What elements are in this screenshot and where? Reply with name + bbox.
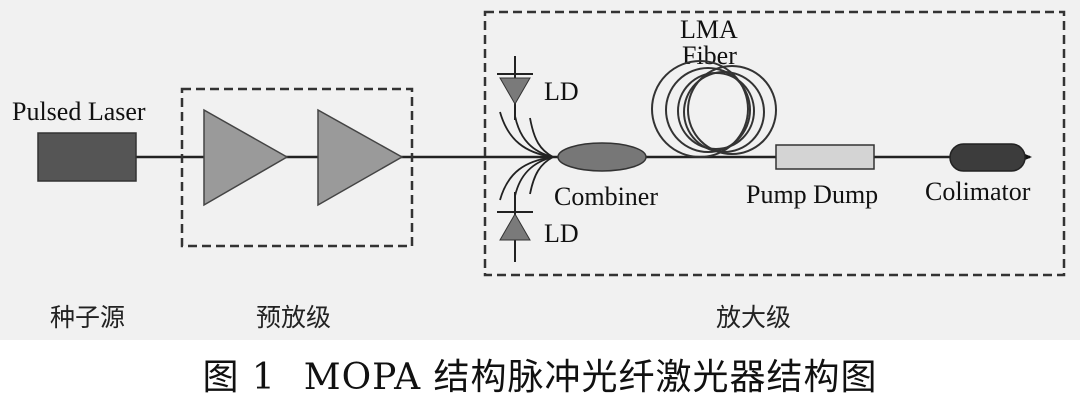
preamp-stage-box — [180, 87, 414, 248]
lma-label-line1: LMA — [680, 15, 738, 44]
ld-top-label: LD — [544, 77, 579, 106]
preamp-amplifier-1 — [203, 108, 289, 207]
section-preamp-label: 预放级 — [256, 303, 331, 332]
section-amp-label: 放大级 — [716, 303, 791, 332]
collimator-label: Colimator — [925, 177, 1031, 206]
figure-caption: 图 1 MOPA 结构脉冲光纤激光器结构图 — [0, 348, 1080, 408]
ld-bottom-label: LD — [544, 219, 579, 248]
diagram-canvas: Pulsed Laser LD LD — [12, 10, 1066, 332]
lma-fiber-coil — [651, 60, 777, 158]
caption-title: MOPA 结构脉冲光纤激光器结构图 — [303, 357, 878, 398]
combiner-element — [557, 142, 647, 172]
pulsed-laser-block — [37, 132, 137, 182]
collimator-element — [949, 143, 1026, 172]
lma-label-line2: Fiber — [682, 41, 737, 70]
pump-dump-label: Pump Dump — [746, 180, 878, 209]
pulsed-laser-label: Pulsed Laser — [12, 97, 146, 126]
pump-dump-element — [775, 144, 875, 170]
combiner-label: Combiner — [554, 182, 658, 211]
caption-number: 图 1 — [202, 357, 276, 398]
ld-bottom-diode — [497, 192, 533, 262]
ld-top-diode — [497, 56, 533, 120]
preamp-amplifier-2 — [317, 108, 404, 207]
mopa-diagram: Pulsed Laser LD LD — [0, 0, 1080, 340]
pump-fiber-bundle — [499, 111, 554, 201]
section-seed-label: 种子源 — [50, 303, 125, 332]
